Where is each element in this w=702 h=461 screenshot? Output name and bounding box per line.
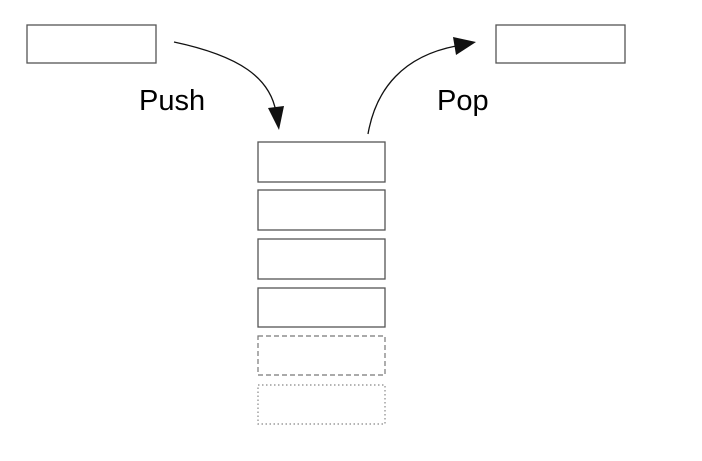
stack-slot-3 [257,238,386,280]
pop-target-box [495,24,626,64]
push-source-box [26,24,157,64]
push-arrow [173,41,284,130]
pop-arrow-head [453,37,476,55]
pop-arrow [367,37,476,135]
pop-arrow-line [367,45,457,135]
push-arrow-line [173,41,277,113]
stack-slot-1 [257,141,386,183]
stack-slot-4 [257,287,386,328]
stack [257,141,386,425]
push-label: Push [139,85,205,117]
stack-slot-2 [257,189,386,231]
pop-label: Pop [437,85,489,117]
push-arrow-head [268,106,284,130]
stack-slot-6-dotted [257,384,386,425]
stack-slot-5-dashed [257,335,386,376]
